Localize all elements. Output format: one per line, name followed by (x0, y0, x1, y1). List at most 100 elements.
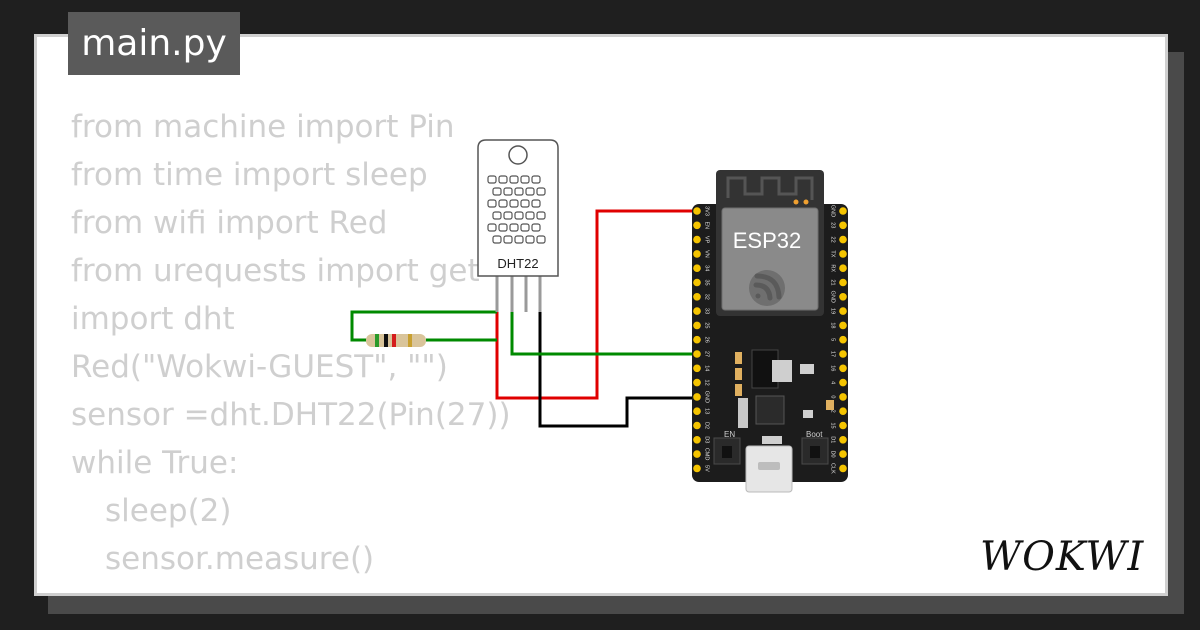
board-label: ESP32 (733, 228, 802, 253)
grille-hole (509, 223, 519, 232)
wire-ground (538, 312, 697, 428)
pin-pad[interactable] (839, 421, 847, 430)
grille-hole (520, 223, 530, 232)
pin-pad[interactable] (693, 407, 701, 416)
grille-hole (492, 187, 502, 196)
grille-hole (498, 223, 508, 232)
pin-pad[interactable] (693, 307, 701, 315)
grille-hole (525, 211, 535, 220)
pin-pad[interactable] (839, 335, 847, 344)
grille-hole (520, 199, 530, 208)
file-tab[interactable]: main.py (68, 12, 240, 75)
grille-hole (525, 235, 535, 244)
grille-hole (503, 187, 513, 196)
pin-pad[interactable] (839, 464, 847, 473)
grille-hole (514, 211, 524, 220)
pin-pad[interactable] (693, 393, 701, 401)
pin-pad[interactable] (693, 350, 701, 358)
pin-label: VN (704, 250, 710, 258)
pin-label: 22 (830, 237, 836, 243)
pin-pad[interactable] (693, 464, 701, 473)
pin-pad[interactable] (693, 321, 701, 330)
wire-power (495, 209, 697, 400)
pin-pad[interactable] (693, 364, 701, 373)
grille-hole (520, 175, 530, 184)
pin-pad[interactable] (693, 378, 701, 387)
grille-hole (492, 235, 502, 244)
resistor[interactable] (366, 334, 426, 347)
pin-pad[interactable] (839, 393, 847, 401)
grille-hole (492, 211, 502, 220)
pin-pad[interactable] (693, 450, 701, 458)
pin-pad[interactable] (839, 350, 847, 358)
pin-label: GND (704, 391, 710, 403)
svg-text:WOKWI: WOKWI (980, 534, 1144, 578)
wire-pullup-left (350, 310, 497, 342)
grille-hole (487, 199, 497, 208)
grille-hole (487, 223, 497, 232)
pin-pad[interactable] (693, 221, 701, 230)
pin-label: 17 (830, 351, 836, 357)
grille-hole (514, 187, 524, 196)
pin-label: D3 (704, 436, 710, 443)
pin-label: 2 (830, 410, 836, 413)
pin-pad[interactable] (839, 264, 847, 273)
code-line: Red("Wokwi-GUEST", "") (71, 349, 448, 385)
grille-hole (531, 175, 541, 184)
pin-label: 16 (830, 365, 836, 371)
pin-label: 18 (830, 322, 836, 328)
pin-label: 5 (830, 338, 836, 341)
pin-label: 25 (704, 322, 710, 328)
pin-pad[interactable] (839, 378, 847, 387)
pin-pad[interactable] (839, 436, 847, 444)
pin-label: CMD (704, 448, 710, 461)
pin-label: 15 (830, 422, 836, 428)
pin-label: 4 (830, 381, 836, 384)
grille-hole (487, 175, 497, 184)
pin-label: 35 (704, 279, 710, 285)
wokwi-logo: WOKWI (980, 534, 1144, 578)
grille-hole (509, 175, 519, 184)
pin-label: 26 (704, 337, 710, 343)
pin-pad[interactable] (839, 307, 847, 315)
code-line: sleep(2) (105, 493, 232, 529)
esp32-board[interactable]: ESP32 3V3ENVPVN343532332526271412GND13D2… (692, 170, 848, 493)
pin-pad[interactable] (839, 293, 847, 301)
code-line: from wifi import Red (71, 205, 388, 241)
pin-pad[interactable] (693, 278, 701, 287)
pin-pad[interactable] (693, 293, 701, 301)
grille-hole (498, 175, 508, 184)
pin-label: D0 (830, 451, 836, 458)
pin-pad[interactable] (693, 235, 701, 244)
pin-pad[interactable] (839, 221, 847, 230)
pin-pad[interactable] (839, 207, 847, 215)
pin-pad[interactable] (693, 335, 701, 344)
pin-pad[interactable] (839, 364, 847, 373)
dht22-sensor[interactable]: DHT22 (477, 139, 559, 312)
pin-pad[interactable] (693, 207, 701, 215)
pin-label: 13 (704, 408, 710, 414)
pin-pad[interactable] (693, 264, 701, 273)
pin-label: VP (704, 236, 710, 244)
espressif-logo (749, 270, 785, 306)
pin-pad[interactable] (693, 250, 701, 258)
pin-label: 33 (704, 308, 710, 314)
pin-pad[interactable] (839, 321, 847, 330)
grille-hole (531, 199, 541, 208)
pin-pad[interactable] (839, 450, 847, 458)
pin-pad[interactable] (693, 436, 701, 444)
pin-label: 14 (704, 365, 710, 371)
pin-pad[interactable] (693, 421, 701, 430)
pin-label: 21 (830, 279, 836, 285)
pin-pad[interactable] (839, 250, 847, 258)
pin-label: 27 (704, 351, 710, 357)
pin-pad[interactable] (839, 278, 847, 287)
code-line: from time import sleep (71, 157, 428, 193)
code-line: sensor =dht.DHT22(Pin(27)) (71, 397, 511, 433)
pin-pad[interactable] (839, 235, 847, 244)
pin-pad[interactable] (839, 407, 847, 416)
pin-label: RX (830, 264, 836, 272)
pin-label: 3V3 (704, 206, 710, 216)
